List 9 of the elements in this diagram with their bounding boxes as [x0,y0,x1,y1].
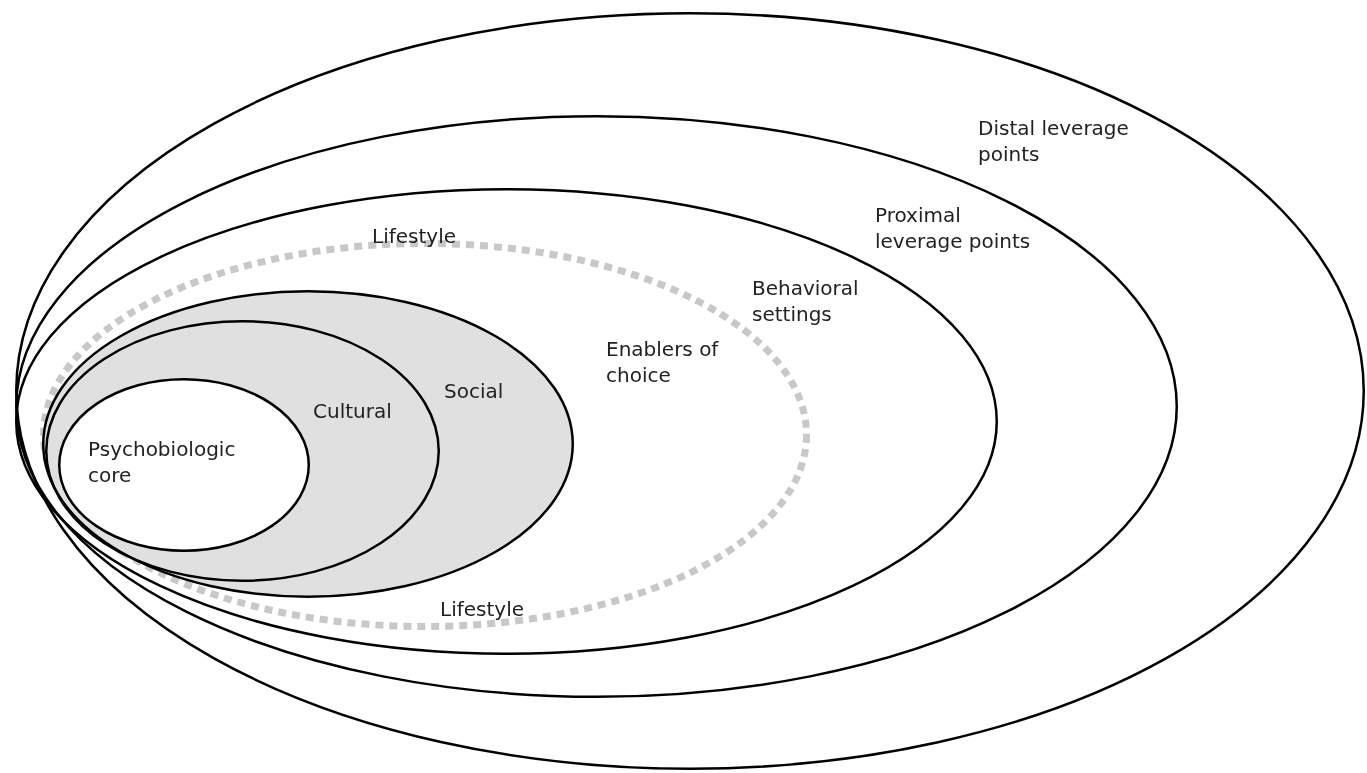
region-label: Psychobiologic core [88,436,237,488]
region-label: Enablers of choice [606,336,720,388]
region-label: Proximal leverage points [875,202,1032,254]
region-label: Distal leverage points [978,115,1130,167]
region-label: Lifestyle [440,596,525,622]
region-label: Social [444,378,505,404]
region-label: Cultural [313,398,393,424]
region-label: Behavioral settings [752,275,860,327]
region-label: Lifestyle [372,223,457,249]
